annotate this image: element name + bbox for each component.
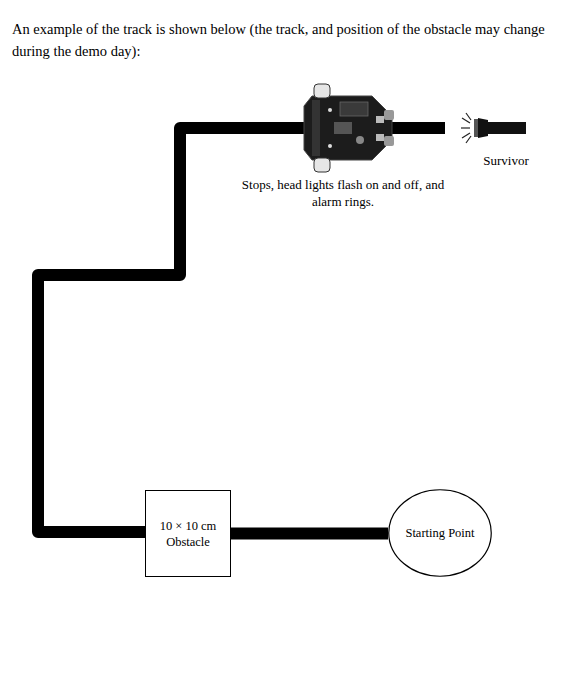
ellipse-shape [389, 490, 492, 577]
obstacle-box: 10 × 10 cm Obstacle [145, 490, 231, 577]
start-ellipse: Starting Point [388, 489, 492, 577]
node-text: 10 × 10 cm Obstacle [146, 518, 230, 550]
survivor-label: Survivor [470, 152, 542, 169]
robot-illustration [304, 84, 394, 172]
track-segment [231, 528, 388, 540]
heading-text: An example of the track is shown below (… [12, 18, 568, 62]
robot-caption: Stops, head lights flash on and off, and… [233, 176, 453, 210]
flashlight-illustration [461, 113, 526, 143]
node-text: Starting Point [399, 525, 480, 541]
